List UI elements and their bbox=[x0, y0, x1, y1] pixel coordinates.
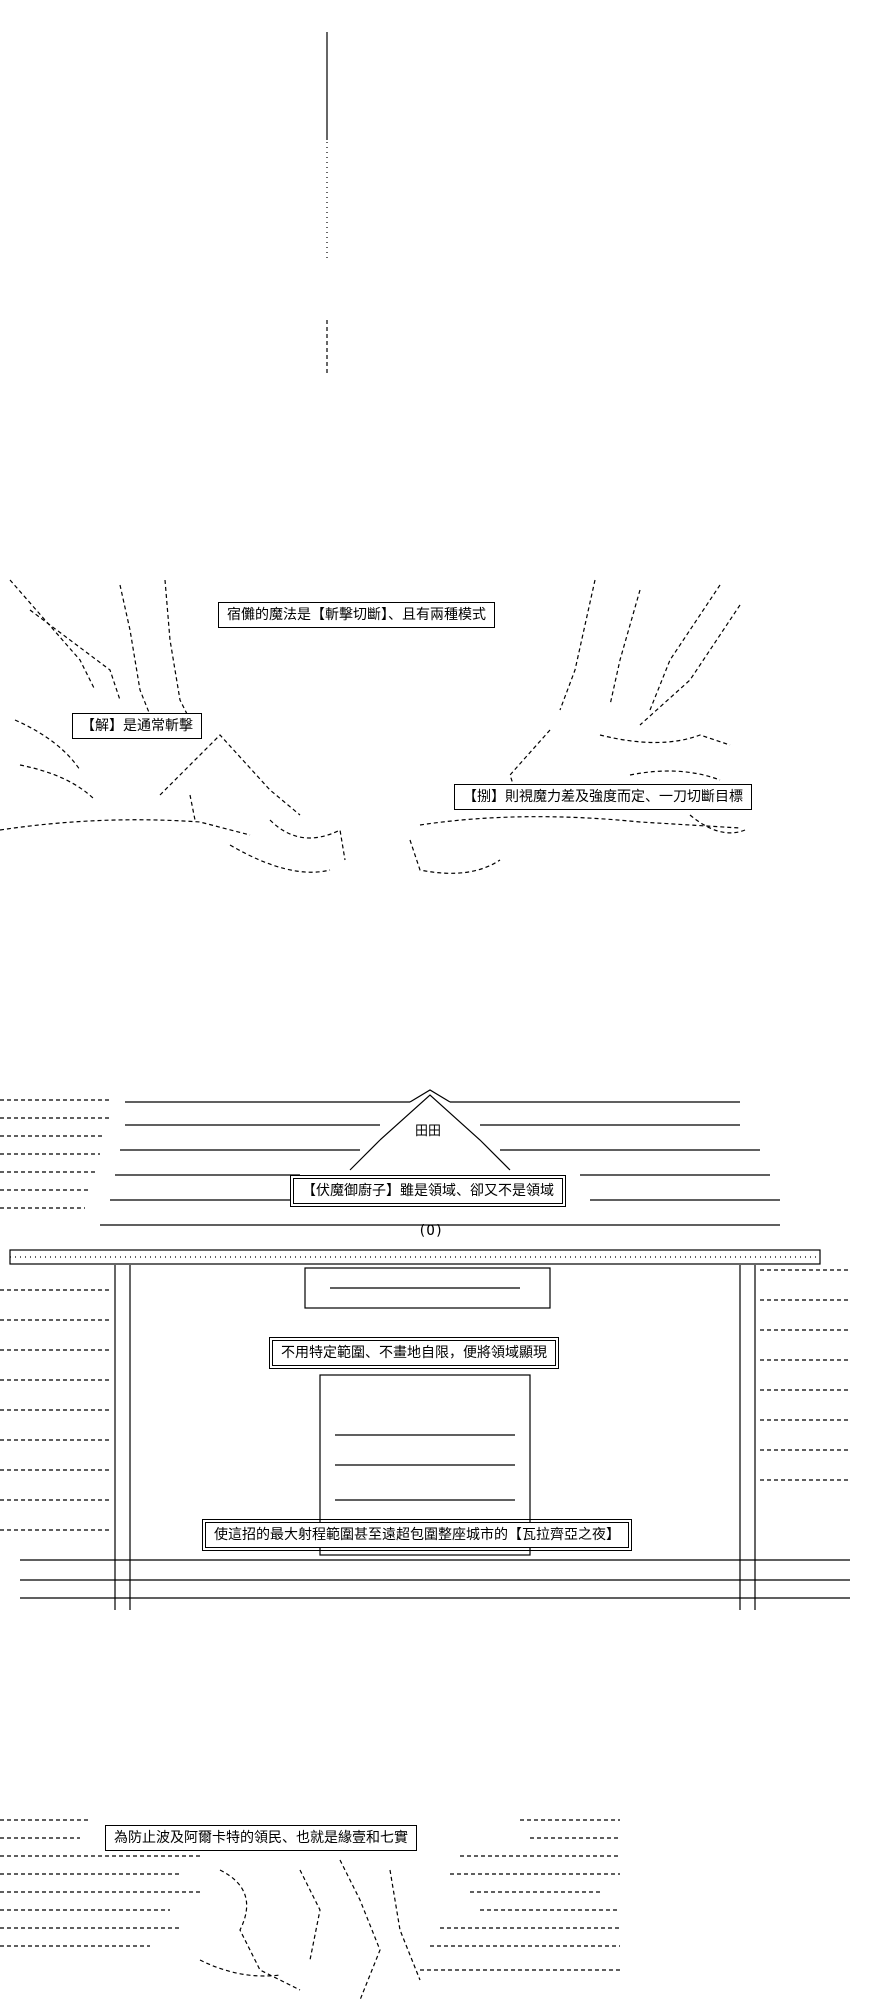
crowd-ascii-art bbox=[0, 1819, 620, 2000]
caption-range: 使這招的最大射程範圍甚至遠超包圍整座城市的【瓦拉齊亞之夜】 bbox=[202, 1519, 632, 1551]
shrine-sign-text: 田田 bbox=[415, 1124, 441, 1139]
caption-fukuma: 【伏魔御廚子】雖是領域、卻又不是領域 bbox=[290, 1175, 566, 1207]
caption-hachi: 【捌】則視魔力差及強度而定、一刀切斷目標 bbox=[454, 784, 752, 810]
vertical-line-art bbox=[326, 32, 328, 375]
caption-shrine-magic: 宿儺的魔法是【斬擊切斷】、且有兩種模式 bbox=[218, 602, 495, 628]
hands-ascii-art bbox=[0, 579, 746, 874]
caption-kai: 【解】是通常斬擊 bbox=[72, 713, 202, 739]
shrine-mark-text: (O) bbox=[418, 1223, 443, 1239]
caption-protect: 為防止波及阿爾卡特的領民、也就是緣壹和七實 bbox=[105, 1825, 417, 1851]
shrine-ascii-art: 田田 (O) bbox=[0, 1089, 850, 1610]
caption-no-barrier: 不用特定範圍、不畫地自限，便將領域顯現 bbox=[269, 1337, 559, 1369]
